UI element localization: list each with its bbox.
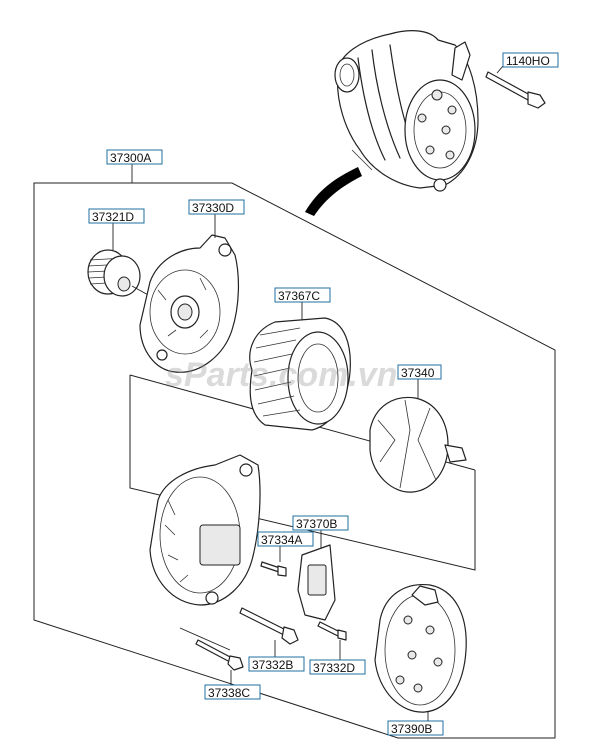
watermark-text: sParts.com.vn (165, 356, 397, 394)
label-37390b: 37390B (387, 720, 444, 736)
label-37370b-text: 37370B (296, 517, 337, 531)
label-37338c: 37338C (204, 684, 261, 700)
stator-37367c (249, 302, 351, 431)
label-1140ho-text: 1140HO (506, 54, 550, 68)
label-37340: 37340 (397, 364, 442, 380)
label-37334a: 37334A (257, 531, 314, 547)
rear-cover-37390b (374, 583, 467, 722)
label-37334a-text: 37334A (261, 533, 302, 547)
rear-bracket (149, 454, 261, 606)
label-37321d-text: 37321D (92, 210, 134, 224)
label-37321d: 37321D (88, 208, 145, 224)
label-37367c-text: 37367C (278, 289, 320, 303)
bolt-37332d (317, 621, 347, 660)
label-37300a: 37300A (106, 149, 163, 183)
arrow-indicator (305, 167, 362, 216)
label-37367c: 37367C (274, 287, 331, 303)
label-37390b-text: 37390B (391, 722, 432, 736)
bolt-37338c (179, 627, 244, 686)
label-37340-text: 37340 (401, 366, 435, 380)
label-37300a-text: 37300A (110, 151, 151, 165)
label-37330d: 37330D (188, 199, 245, 215)
pulley-37321d (87, 222, 151, 297)
bolt-37334a (260, 546, 287, 577)
label-37332d-text: 37332D (313, 661, 355, 675)
rotor-37340 (369, 378, 467, 493)
assembled-alternator (334, 30, 479, 192)
label-37332b: 37332B (248, 656, 305, 672)
bolt-1140ho (485, 65, 546, 109)
assembly-frame (33, 182, 556, 739)
label-37332d: 37332D (309, 659, 366, 675)
label-37370b: 37370B (292, 515, 349, 531)
label-1140ho: 1140HO (502, 52, 559, 68)
label-37338c-text: 37338C (208, 686, 250, 700)
bolt-37332b (239, 607, 299, 658)
front-bracket-37330d (139, 214, 240, 373)
label-37332b-text: 37332B (252, 658, 293, 672)
regulator-37370b (297, 530, 336, 621)
label-37330d-text: 37330D (192, 201, 234, 215)
